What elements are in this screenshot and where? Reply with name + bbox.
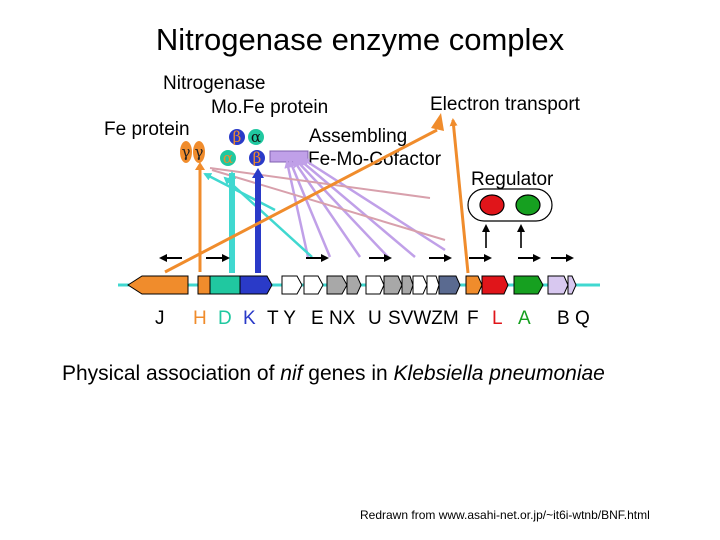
- gene-B: [547, 275, 569, 295]
- gene-labels: J H D K T Y E NX U SVWZM F L A B Q: [155, 308, 590, 329]
- gene-T: [281, 275, 303, 295]
- fe-protein-subunit-2: [193, 141, 205, 163]
- cofactor-label: Fe-Mo-Cofactor: [308, 149, 442, 170]
- gene-label-F: F: [467, 308, 479, 329]
- gene-H: [197, 275, 211, 295]
- gene-label-J: J: [155, 308, 165, 329]
- credit-line: Redrawn from www.asahi-net.or.jp/~it6i-w…: [360, 508, 650, 522]
- mofe-protein-label: Mo.Fe protein: [211, 97, 329, 118]
- gene-blocks: [127, 275, 577, 295]
- gene-U: [365, 275, 385, 295]
- gene-N: [346, 275, 362, 295]
- caption-gene: nif: [280, 362, 303, 385]
- regulator-nifL-dot: [515, 194, 541, 216]
- gene-label-U: U: [368, 308, 382, 329]
- regulator-box: [467, 188, 553, 222]
- caption-prefix: Physical association of: [62, 362, 281, 385]
- gene-S: [383, 275, 403, 295]
- gene-M: [438, 275, 461, 295]
- gene-J: [127, 275, 189, 295]
- assembly-arrows: [284, 157, 446, 258]
- nifF-electron-arrow: [449, 118, 470, 274]
- figure-caption: Physical association of nif genes in Kle…: [62, 362, 605, 386]
- gene-label-D: D: [218, 308, 232, 329]
- page-title: Nitrogenase enzyme complex: [155, 22, 565, 57]
- mofe-alpha-bottom: [220, 150, 236, 166]
- electron-arrowhead: [431, 113, 444, 131]
- mofe-protein-tetramer: β α α β: [220, 128, 265, 167]
- alpha-label-top: α: [251, 128, 261, 146]
- caption-middle: genes in: [302, 362, 394, 385]
- regulator-nifA-dot: [479, 194, 505, 216]
- gene-label-ENX: E NX: [311, 308, 356, 329]
- gene-label-TY: T Y: [267, 308, 296, 329]
- fe-protein-subunit-1: [180, 141, 192, 163]
- orange-line-nifJ: [164, 128, 438, 274]
- mofe-alpha-top: [248, 129, 264, 145]
- assembly-arrow-5: [298, 158, 416, 258]
- gene-label-SVWZM: SVWZM: [388, 308, 459, 329]
- gene-label-H: H: [193, 308, 207, 329]
- gene-Y: [303, 275, 324, 295]
- assembly-arrow-3: [292, 159, 362, 258]
- nifH-arrowhead: [195, 162, 205, 170]
- gene-label-L: L: [492, 308, 503, 329]
- gene-Z: [426, 275, 440, 295]
- fe-protein-label: Fe protein: [104, 119, 190, 140]
- fe-protein-dimer: γ γ: [180, 141, 205, 163]
- assembly-arrow-2: [288, 159, 332, 258]
- nifK-arrowhead: [252, 168, 264, 178]
- gene-label-K: K: [243, 308, 256, 329]
- regulator-arrows: [482, 224, 525, 248]
- electron-transport-label: Electron transport: [430, 94, 580, 115]
- gene-label-A: A: [518, 308, 531, 329]
- orange-arrows: [164, 118, 470, 274]
- gene-E: [326, 275, 348, 295]
- electron-line-1: [209, 167, 431, 199]
- gene-Q: [567, 275, 577, 295]
- gene-label-BQ: B Q: [557, 308, 590, 329]
- alpha-label-bottom: α: [223, 149, 233, 167]
- assembly-arrow-4: [284, 160, 310, 258]
- caption-species: Klebsiella pneumoniae: [393, 362, 605, 385]
- electron-line-2: [211, 169, 446, 241]
- regulator-label: Regulator: [471, 169, 554, 190]
- gene-F: [465, 275, 483, 295]
- beta-label-top: β: [233, 128, 242, 146]
- mofe-beta-bottom: [249, 150, 265, 166]
- gamma-label-2: γ: [195, 143, 204, 161]
- beta-label-bottom: β: [253, 149, 262, 167]
- nitrogenase-label: Nitrogenase: [163, 73, 266, 94]
- gene-K: [239, 275, 273, 295]
- gene-L: [481, 275, 509, 295]
- gene-V: [401, 275, 414, 295]
- mofe-beta-top: [229, 129, 245, 145]
- gene-D: [209, 275, 241, 295]
- assembly-arrow-6: [301, 157, 446, 252]
- assembling-label: Assembling: [309, 126, 408, 147]
- gamma-label-1: γ: [182, 143, 191, 161]
- gene-W: [412, 275, 428, 295]
- gene-A: [513, 275, 544, 295]
